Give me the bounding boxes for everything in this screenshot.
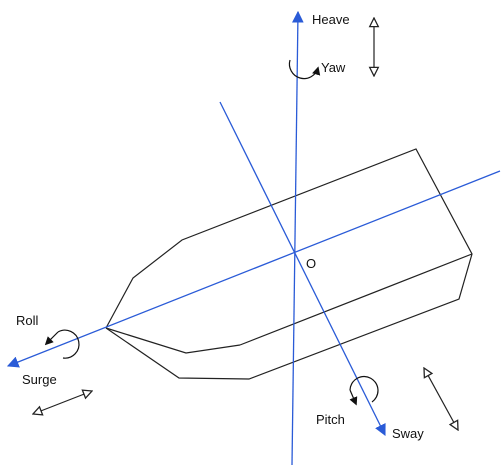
axes xyxy=(6,10,501,466)
surge-label: Surge xyxy=(22,372,57,387)
pitch-rotation-icon xyxy=(349,375,379,406)
heave-label: Heave xyxy=(312,12,350,27)
yaw-rotation-icon xyxy=(288,59,321,80)
surge-double-arrow-icon xyxy=(33,391,92,414)
hull-waterline xyxy=(105,327,241,354)
sway-double-arrow-icon xyxy=(424,368,458,430)
roll-rotation-icon xyxy=(44,329,80,359)
sway-axis xyxy=(219,101,386,437)
yaw-label: Yaw xyxy=(321,60,346,75)
origin-label: O xyxy=(306,256,316,271)
heave-axis xyxy=(291,10,304,466)
hull-stern-edge xyxy=(239,253,473,346)
roll-label: Roll xyxy=(16,313,39,328)
surge-axis xyxy=(6,170,501,368)
sway-label: Sway xyxy=(392,426,424,441)
hull-outline xyxy=(105,148,473,380)
pitch-label: Pitch xyxy=(316,412,345,427)
hull-deck-edge xyxy=(105,148,473,380)
